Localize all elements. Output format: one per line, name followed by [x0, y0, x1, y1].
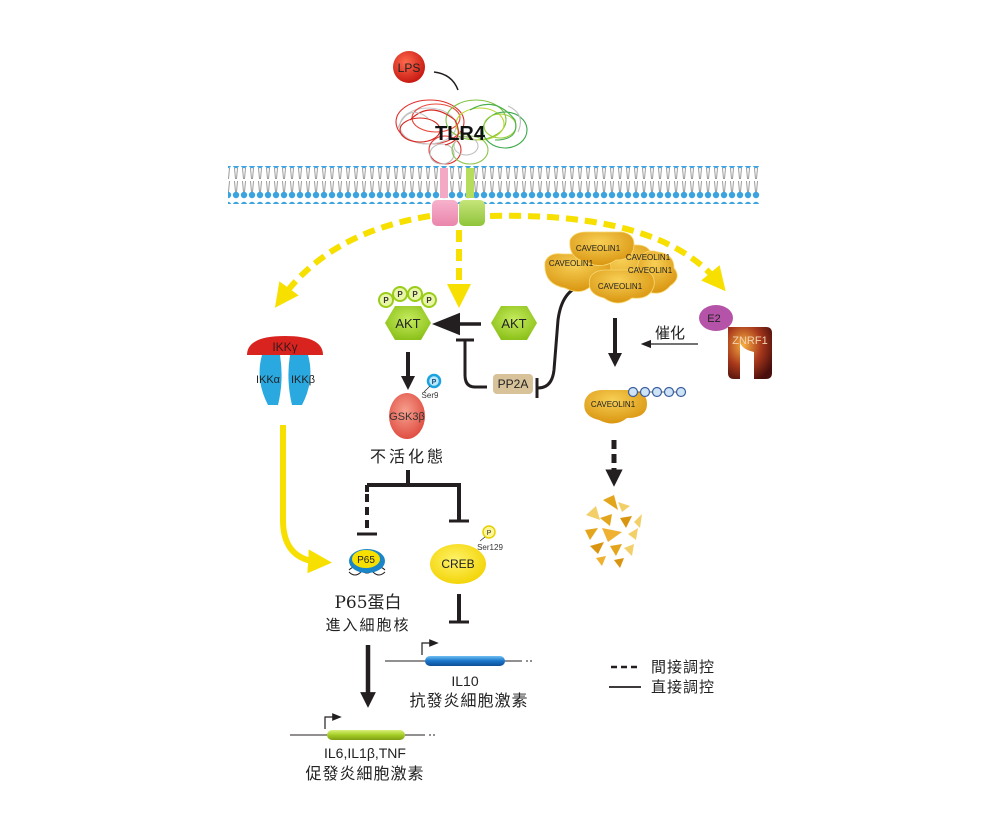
- akt-molecule: [491, 306, 537, 340]
- p65-molecule: [348, 549, 386, 576]
- phospho-akt: [378, 286, 437, 340]
- akt-phospho-badge-3: P: [412, 290, 418, 299]
- signal-arrow-to-ikk: [274, 213, 431, 308]
- p65-caption-line2: 進入細胞核: [325, 616, 410, 634]
- pp2a-inhibition-line: [463, 340, 487, 389]
- proinflammatory-gene-label: IL6,IL1β,TNF: [324, 745, 406, 761]
- ubiquitin-3: [651, 386, 663, 398]
- creb-molecule: [430, 544, 486, 584]
- akt-phospho-badge-1: P: [383, 296, 389, 305]
- lps-label: LPS: [398, 61, 421, 75]
- phospho-akt-label: AKT: [395, 316, 420, 331]
- akt-label: AKT: [501, 316, 526, 331]
- lps-molecule: [393, 51, 425, 83]
- creb-site-label: Ser129: [477, 543, 503, 552]
- caveolin-label-5: CAVEOLIN1: [598, 282, 643, 291]
- gsk3b-state-label: 不活化態: [370, 447, 446, 466]
- ikk-to-p65-arrow: [280, 425, 332, 574]
- tlr4-tir-pink: [432, 200, 458, 226]
- znrf1-enzyme: [728, 327, 772, 379]
- legend-dashed-label: 間接調控: [651, 658, 715, 676]
- ikk-gamma-label: IKKγ: [272, 340, 297, 354]
- creb-label: CREB: [441, 557, 474, 571]
- gsk3b-site-label: Ser9: [422, 391, 439, 400]
- ikk-alpha-label: IKKα: [256, 374, 281, 386]
- il10-gene: [385, 639, 534, 666]
- proinflammatory-gene: [290, 713, 437, 740]
- gsk3b-phospho-link: [423, 385, 431, 393]
- lps-binding-line: [433, 71, 459, 91]
- pp2a-molecule: [493, 374, 533, 394]
- caveolin-ubiquitinated: [584, 390, 647, 424]
- pp2a-label: PP2A: [498, 377, 529, 391]
- degraded-caveolin-fragments: [585, 495, 642, 568]
- gsk3b-split-bracket: [365, 470, 461, 520]
- il10-gene-caption: 抗發炎細胞激素: [409, 691, 528, 710]
- ubiquitin-2: [639, 386, 651, 398]
- akt-phospho-badges: [378, 286, 437, 308]
- creb-phospho-badge: [482, 525, 496, 539]
- caveolin-pp2a-inhibition-line: [537, 284, 583, 390]
- caveolin-label-1: CAVEOLIN1: [576, 244, 621, 253]
- akt-phospho-badge-4: P: [426, 296, 432, 305]
- ubiquitin-1: [627, 386, 639, 398]
- ubiquitin-5: [675, 386, 687, 398]
- caveolin-label-2: CAVEOLIN1: [549, 259, 594, 268]
- ikk-beta-label: IKKβ: [291, 374, 315, 386]
- cell-membrane: [228, 166, 760, 204]
- caveolin-ub-label: CAVEOLIN1: [591, 400, 636, 409]
- p65-caption-line1: P65蛋白: [334, 593, 401, 613]
- gsk3b-label: GSK3β: [389, 411, 425, 423]
- ubiquitin-4: [663, 386, 675, 398]
- legend-solid-label: 直接調控: [651, 678, 715, 696]
- akt-phospho-badge-2: P: [397, 290, 403, 299]
- caveolin-label-4: CAVEOLIN1: [628, 266, 673, 275]
- il10-promoter-arrow: [421, 639, 439, 655]
- gsk3b-phospho-badge: [426, 373, 442, 389]
- proinflammatory-gene-caption: 促發炎細胞激素: [305, 764, 424, 783]
- catalysis-label: 催化: [655, 324, 685, 342]
- legend: 間接調控 直接調控: [609, 658, 715, 696]
- tlr4-receptor: [395, 99, 528, 226]
- caveolin-label-3: CAVEOLIN1: [626, 253, 671, 262]
- gsk3b-phospho-badge-label: P: [432, 379, 437, 386]
- ubiquitin-chain: [627, 386, 687, 398]
- p65-label: P65: [357, 555, 375, 566]
- tlr4-tir-green: [459, 200, 485, 226]
- proinflammatory-promoter-arrow: [324, 713, 342, 729]
- creb-phospho-badge-label: P: [487, 530, 492, 537]
- il10-gene-label: IL10: [451, 673, 478, 689]
- creb-phospho-link: [479, 536, 486, 542]
- gsk3b-molecule: [389, 393, 425, 439]
- e2-label: E2: [707, 313, 720, 325]
- caveolin-cluster: [544, 231, 678, 304]
- tlr4-label: TLR4: [435, 123, 486, 145]
- signal-arrow-to-e2: [489, 212, 726, 292]
- znrf1-label: ZNRF1: [732, 335, 767, 347]
- ikk-complex: [247, 336, 323, 405]
- e2-enzyme: [699, 305, 733, 331]
